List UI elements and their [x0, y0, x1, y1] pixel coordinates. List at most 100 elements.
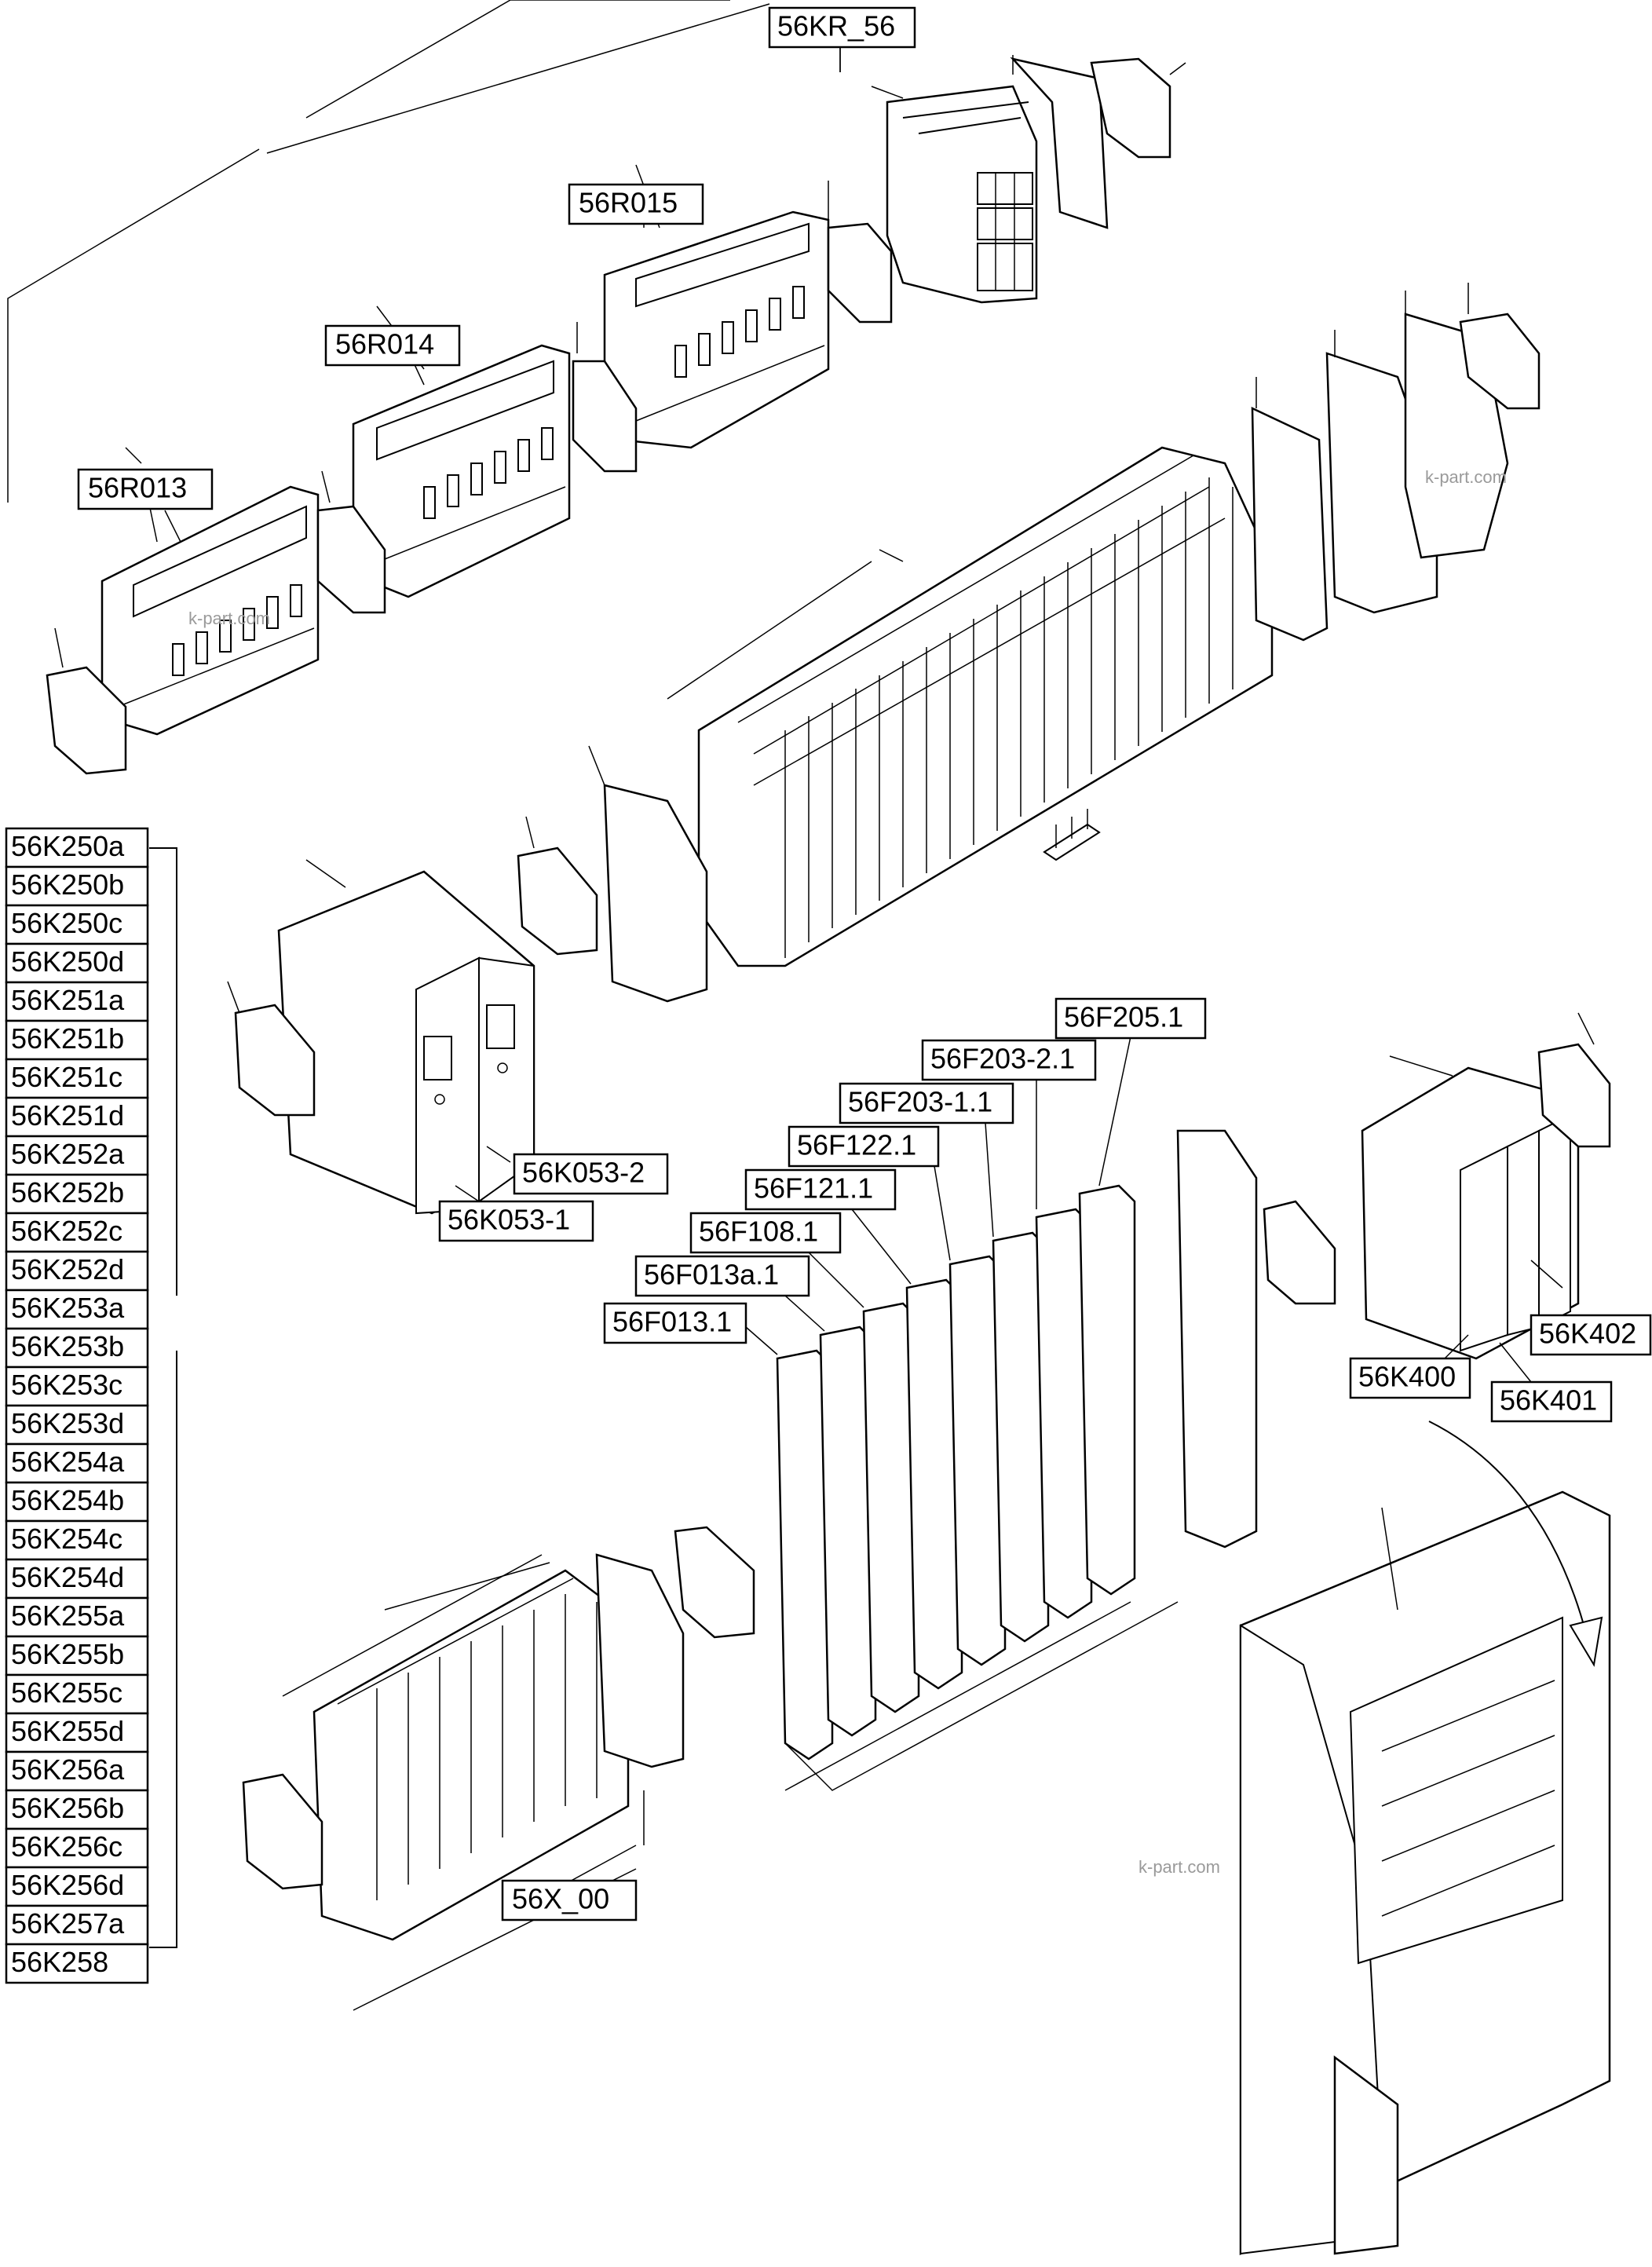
- relay-list-item-label: 56K256a: [11, 1753, 125, 1786]
- relay-list: 56K250a56K250b56K250c56K250d56K251a56K25…: [5, 827, 177, 1984]
- r014-resistors: [423, 427, 554, 519]
- relay-list-item-box: [5, 1750, 149, 1792]
- relay-list-item: 56K255d: [5, 1712, 149, 1753]
- fuse-terminals: [674, 1129, 1258, 1791]
- label-f121: 56F121.1: [744, 1168, 897, 1211]
- x00-slices: [337, 1578, 598, 1900]
- label-f203-2-text: 56F203-2.1: [930, 1043, 1075, 1075]
- r013-resistors: [172, 584, 302, 676]
- label-k053-1-text: 56K053-1: [448, 1204, 570, 1236]
- relay-list-item: 56K256a: [5, 1750, 149, 1792]
- relay-list-item: 56K255b: [5, 1635, 149, 1676]
- watermark-1: k-part.com: [188, 609, 270, 628]
- relay-list-item-box: [5, 1327, 149, 1369]
- relay-list-item: 56K250d: [5, 942, 149, 984]
- relay-list-item-label: 56K250b: [11, 868, 124, 901]
- label-r014-text: 56R014: [335, 328, 434, 360]
- relay-list-item: 56K258: [5, 1943, 149, 1984]
- relay-list-item-label: 56K253b: [11, 1330, 124, 1362]
- r015-assembly: [603, 164, 893, 449]
- label-k402-text: 56K402: [1539, 1318, 1636, 1350]
- relay-list-item-label: 56K250a: [11, 830, 125, 862]
- relay-list-items: 56K250a56K250b56K250c56K250d56K251a56K25…: [5, 827, 149, 1984]
- label-k401: 56K401: [1490, 1380, 1613, 1423]
- relay-list-item-label: 56K255d: [11, 1715, 124, 1747]
- relay-list-item: 56K256d: [5, 1866, 149, 1907]
- label-r015-text: 56R015: [579, 187, 678, 219]
- label-k400: 56K400: [1349, 1357, 1471, 1399]
- relay-list-item: 56K255a: [5, 1596, 149, 1638]
- relay-list-bracket: [149, 847, 177, 1948]
- r014-assembly: [352, 305, 638, 598]
- relay-list-item-label: 56K254c: [11, 1523, 122, 1555]
- relay-list-item-label: 56K256c: [11, 1830, 122, 1863]
- relay-list-item: 56K251a: [5, 981, 149, 1022]
- label-r014: 56R014: [324, 324, 461, 367]
- fuse-end-plate: [1176, 1129, 1258, 1549]
- label-x00-text: 56X_00: [512, 1883, 609, 1915]
- cabinet-din-rails: [1381, 1680, 1555, 1917]
- fuse-terminal-5: [948, 1255, 1007, 1666]
- relay-list-item-box: [5, 942, 149, 984]
- kr56-terminal-grid: [977, 172, 1033, 291]
- relay-list-item-label: 56K252a: [11, 1138, 125, 1170]
- relay-list-item-label: 56K251d: [11, 1099, 124, 1132]
- relay-list-item: 56K251b: [5, 1019, 149, 1061]
- relay-list-item: 56K254b: [5, 1481, 149, 1523]
- label-f205-text: 56F205.1: [1064, 1001, 1183, 1033]
- relay-list-item-box: [5, 1173, 149, 1215]
- relay-list-item-label: 56K252d: [11, 1253, 124, 1285]
- relay-list-item-label: 56K252b: [11, 1176, 124, 1208]
- relay-list-item-label: 56K253d: [11, 1407, 124, 1439]
- relay-list-item-label: 56K251b: [11, 1022, 124, 1055]
- terminal-block-row: [667, 446, 1274, 967]
- relay-list-item: 56K252a: [5, 1135, 149, 1176]
- relay-list-item: 56K256c: [5, 1827, 149, 1869]
- fuse-terminal-4: [905, 1278, 963, 1690]
- relay-list-item-label: 56K253a: [11, 1292, 125, 1324]
- relay-list-item: 56K250c: [5, 904, 149, 945]
- label-k053-2: 56K053-2: [513, 1153, 669, 1195]
- relay-list-item: 56K253a: [5, 1289, 149, 1330]
- relay-list-item: 56K254a: [5, 1442, 149, 1484]
- label-k053-2-text: 56K053-2: [522, 1157, 645, 1189]
- relay-list-item-box: [5, 865, 149, 907]
- relay-list-item-label: 56K254b: [11, 1484, 124, 1516]
- fuse-base-outline: [784, 1601, 1179, 1791]
- relay-list-item-label: 56K254d: [11, 1561, 124, 1593]
- relay-list-item: 56K254d: [5, 1558, 149, 1600]
- relay-list-item: 56K252b: [5, 1173, 149, 1215]
- watermark-2: k-part.com: [1425, 467, 1507, 487]
- relay-list-item-label: 56K253c: [11, 1369, 122, 1401]
- x00-terminal-strip: [242, 1553, 685, 2011]
- relay-list-item-box: [5, 1019, 149, 1061]
- relay-list-item-box: [5, 1827, 149, 1869]
- relay-list-item-box: [5, 1635, 149, 1676]
- relay-list-item-box: [5, 1481, 149, 1523]
- terminal-block-slices: [737, 455, 1234, 958]
- relay-list-item: 56K253d: [5, 1404, 149, 1446]
- relay-list-item-label: 56K255c: [11, 1676, 122, 1709]
- label-f203-1: 56F203-1.1: [839, 1082, 1014, 1124]
- fuse-terminal-6: [992, 1231, 1050, 1643]
- relay-list-item-box: [5, 827, 149, 868]
- relay-list-item-box: [5, 1096, 149, 1138]
- fuse-end-clamp: [674, 1526, 755, 1639]
- kr56-assembly: [839, 47, 1186, 304]
- label-f122: 56F122.1: [788, 1125, 940, 1168]
- relay-list-item: 56K255c: [5, 1673, 149, 1715]
- relay-list-item-label: 56K256b: [11, 1792, 124, 1824]
- label-f203-2: 56F203-2.1: [921, 1039, 1097, 1081]
- r013-assembly: [46, 447, 386, 775]
- label-f203-1-text: 56F203-1.1: [848, 1086, 992, 1118]
- relay-list-item-box: [5, 1866, 149, 1907]
- end-plates-left: [517, 745, 708, 1003]
- relay-list-item-label: 56K255b: [11, 1638, 124, 1670]
- relay-list-item-box: [5, 1058, 149, 1099]
- label-f121-text: 56F121.1: [754, 1172, 873, 1205]
- label-r013-text: 56R013: [88, 472, 187, 504]
- relay-list-item: 56K253b: [5, 1327, 149, 1369]
- label-f108: 56F108.1: [689, 1212, 842, 1254]
- relay-list-item-box: [5, 1289, 149, 1330]
